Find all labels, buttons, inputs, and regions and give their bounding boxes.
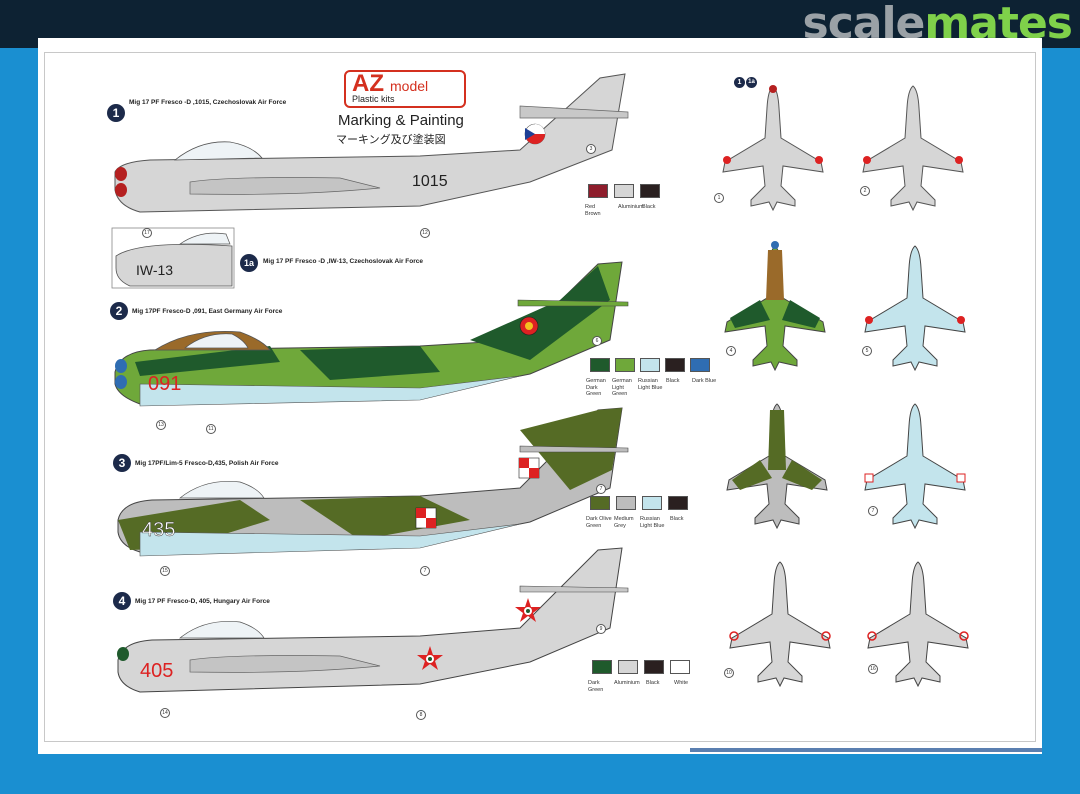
plan-bottom-435 — [864, 403, 966, 529]
plan-top-1015 — [722, 85, 824, 211]
variant-badge-2: 2 — [110, 302, 128, 320]
swatch-german-dark-green — [590, 358, 610, 372]
swatch-aluminium — [614, 184, 634, 198]
sheet-subtitle: マーキング及び塗装図 — [336, 134, 446, 146]
swatch-dark-blue — [690, 358, 710, 372]
profile-405: 405 — [117, 547, 629, 693]
callout: 6 — [592, 336, 602, 346]
callout: 15 — [160, 566, 170, 576]
swatch-label: Black — [670, 516, 684, 522]
plan-bottom-091 — [864, 245, 966, 371]
callout: 16 — [868, 664, 878, 674]
callout: 10 — [724, 668, 734, 678]
swatch-russian-light-blue — [642, 496, 662, 510]
swatch-label: Black — [666, 378, 680, 384]
profile-435: 435 — [117, 407, 629, 557]
swatch-label: Red Brown — [585, 204, 601, 217]
variant-title-1a: Mig 17 PF Fresco -D ,IW-13, Czechoslovak… — [263, 258, 424, 265]
swatch-black — [665, 358, 685, 372]
swatch-label: Black — [642, 204, 656, 210]
callout: 14 — [160, 708, 170, 718]
swatch-label: German Light Green — [612, 378, 632, 397]
aircraft-code-1015: 1015 — [412, 173, 448, 190]
callout: 12 — [420, 228, 430, 238]
swatch-dark-olive-green — [590, 496, 610, 510]
plan-badge-1: 1 — [734, 77, 745, 88]
aircraft-code-435: 435 — [142, 519, 175, 541]
swatch-black — [668, 496, 688, 510]
callout: 7 — [868, 506, 878, 516]
logo-az: AZ — [352, 70, 384, 97]
swatch-white — [670, 660, 690, 674]
aircraft-code-405: 405 — [140, 660, 173, 682]
swatch-label: Russian Light Blue — [640, 516, 665, 529]
sheet-border — [44, 52, 1036, 742]
swatch-black — [640, 184, 660, 198]
callout: 17 — [142, 228, 152, 238]
swatch-black — [644, 660, 664, 674]
swatch-dark-green — [592, 660, 612, 674]
variant-title-4: Mig 17 PF Fresco-D, 405, Hungary Air For… — [135, 598, 270, 605]
variant-badge-1: 1 — [107, 104, 125, 122]
sheet-title: Marking & Painting — [338, 112, 464, 129]
callout: 2 — [860, 186, 870, 196]
plan-bottom-1015 — [862, 85, 964, 211]
swatch-label: Dark Green — [588, 680, 604, 693]
bottom-accent-line — [690, 748, 1042, 752]
callout: 9 — [596, 624, 606, 634]
callout: 13 — [156, 420, 166, 430]
swatch-label: German Dark Green — [586, 378, 606, 397]
scalemates-logo[interactable]: scalemates — [803, 0, 1073, 49]
logo-kits: Plastic kits — [352, 94, 395, 104]
azmodel-logo: AZ model Plastic kits — [344, 70, 466, 108]
logo-model: model — [390, 78, 429, 94]
callout: 4 — [726, 346, 736, 356]
callout: 11 — [206, 424, 216, 434]
aircraft-code-iw13: IW-13 — [136, 262, 173, 278]
variant-badge-1a: 1a — [240, 254, 258, 272]
callout: 7 — [596, 484, 606, 494]
inset-iw13: IW-13 — [111, 227, 235, 289]
callout: 1 — [714, 193, 724, 203]
swatch-label: Russian Light Blue — [638, 378, 663, 391]
swatch-russian-light-blue — [640, 358, 660, 372]
callout: 3 — [586, 144, 596, 154]
swatch-label: Aluminium — [614, 680, 640, 686]
plan-bottom-405 — [867, 561, 969, 687]
swatch-label: White — [674, 680, 689, 686]
swatch-label: Black — [646, 680, 660, 686]
swatch-german-light-green — [615, 358, 635, 372]
plan-top-405 — [729, 561, 831, 687]
swatch-label: Aluminium — [618, 204, 644, 210]
plan-badge-1a: 1a — [746, 77, 757, 88]
variant-title-2: Mig 17PF Fresco-D ,091, East Germany Air… — [132, 308, 283, 315]
aircraft-code-091: 091 — [148, 373, 181, 395]
swatch-red-brown — [588, 184, 608, 198]
swatch-label: Dark Blue — [692, 378, 717, 384]
profile-091: 091 — [114, 261, 629, 407]
callout: 8 — [416, 710, 426, 720]
profile-1015: 1015 — [114, 73, 629, 213]
swatch-label: Medium Grey — [614, 516, 634, 529]
callout: 5 — [862, 346, 872, 356]
callout: 7 — [420, 566, 430, 576]
swatch-aluminium — [618, 660, 638, 674]
variant-badge-4: 4 — [113, 592, 131, 610]
variant-title-3: Mig 17PF/Lim-5 Fresco-D,435, Polish Air … — [135, 460, 279, 467]
swatch-medium-grey — [616, 496, 636, 510]
variant-title-1: Mig 17 PF Fresco -D ,1015, Czechoslovak … — [129, 99, 287, 106]
variant-badge-3: 3 — [113, 454, 131, 472]
swatch-label: Dark Olive Green — [586, 516, 612, 529]
